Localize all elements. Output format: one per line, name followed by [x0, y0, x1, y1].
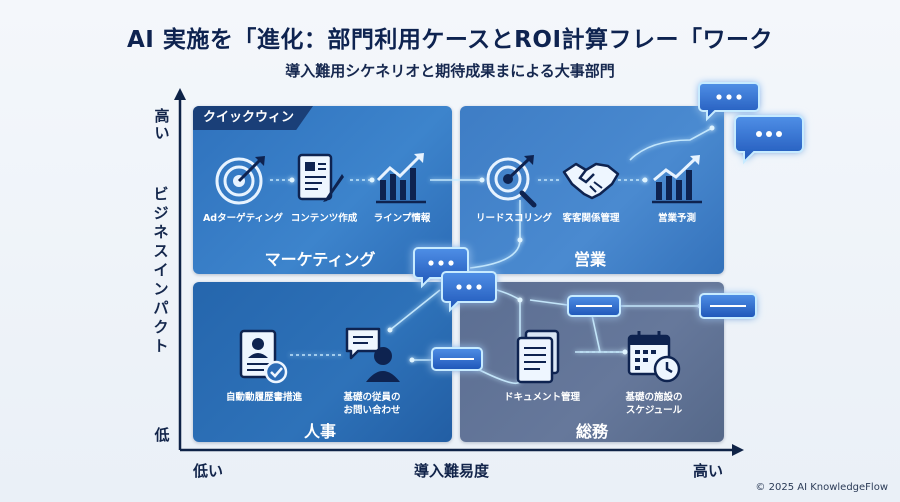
- target-icon: [215, 156, 265, 205]
- growth-chart-icon: [376, 153, 426, 204]
- employee-chat-icon: [345, 327, 400, 382]
- quadrant-label-general-affairs: 総務: [575, 422, 608, 441]
- item-label-document-management: ドキュメント管理: [503, 392, 580, 403]
- y-axis-high-label: 高い: [154, 107, 170, 142]
- quadrant-hr: [193, 282, 452, 442]
- chat-bubble-icon: [734, 115, 804, 165]
- quick-win-tag: クイックウィン: [193, 106, 313, 130]
- quadrant-label-marketing: マーケティング: [264, 250, 376, 269]
- chat-bubble-icon: [441, 271, 497, 313]
- y-axis-low-label: 低: [154, 426, 170, 444]
- documents-icon: [516, 329, 560, 384]
- item-label-sales-forecast: 営業予測: [657, 213, 696, 224]
- item-label-lead-scoring: リードスコリング: [475, 213, 552, 224]
- quadrant-label-hr: 人事: [303, 422, 336, 441]
- resume-check-icon: [239, 329, 288, 384]
- chat-bubble-icon: [698, 82, 760, 122]
- item-label-ad-targeting: Adターゲティング: [202, 213, 284, 224]
- item-label-facility-schedule: 基礎の施設の スケジュール: [625, 392, 683, 416]
- forecast-chart-icon: [652, 155, 702, 204]
- item-label-employee-inquiries: 基礎の従員の お問い合わせ: [343, 392, 401, 416]
- target-search-icon: [486, 155, 537, 208]
- copyright-footer: © 2025 AI KnowledgeFlow: [755, 482, 888, 493]
- calendar-clock-icon: [627, 331, 681, 383]
- quadrant-label-sales: 営業: [573, 250, 606, 269]
- item-label-customer-relations: 客客関係管理: [562, 213, 620, 224]
- x-axis-low-label: 低い: [193, 462, 224, 480]
- document-pen-icon: [297, 153, 344, 202]
- page-subtitle: 導入難用シケネリオと期待成果まによる大事部門: [285, 62, 615, 80]
- page-title: AI 実施を「進化：部門利用ケースとROI計算フレー「ワーク: [126, 27, 774, 53]
- item-label-insight-info: ラインプ情報: [373, 213, 431, 224]
- handshake-icon: [562, 162, 620, 200]
- x-axis-high-label: 高い: [693, 462, 724, 480]
- x-axis-title: 導入難易度: [414, 462, 490, 480]
- y-axis-title: ビジネスインパクト: [153, 185, 169, 355]
- item-label-resume-screening: 自動動履歴書措進: [225, 392, 302, 403]
- item-label-content-creation: コンテンツ作成: [290, 213, 358, 224]
